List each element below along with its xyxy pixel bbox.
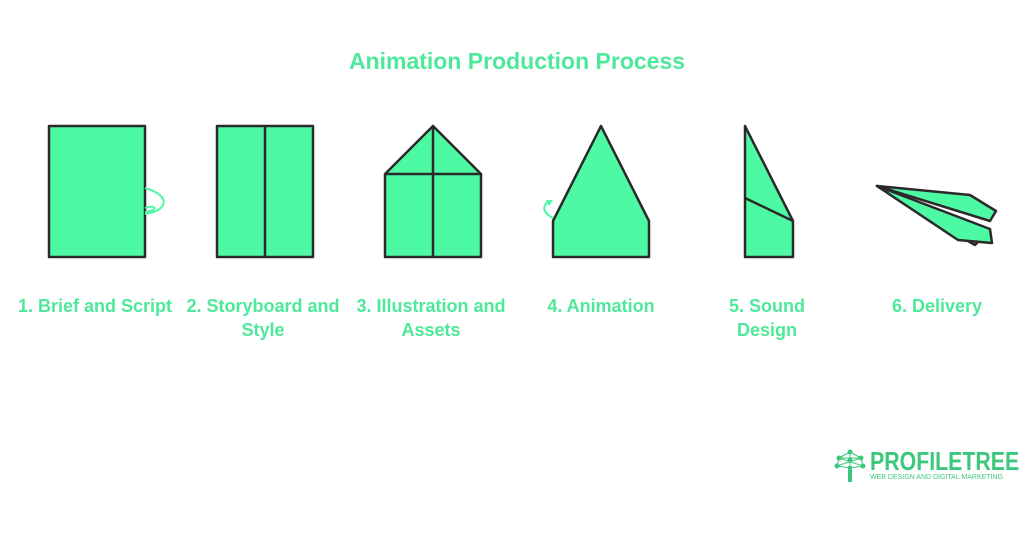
step-3-house-fold-icon bbox=[383, 124, 483, 259]
step-5-half-fold-icon bbox=[743, 124, 795, 259]
step-label-6: 6. Delivery bbox=[891, 296, 983, 316]
step-label-3: 3. Illustration and Assets bbox=[356, 296, 506, 340]
step-label-2: 2. Storyboard and Style bbox=[186, 296, 340, 340]
step-6-paper-plane-icon bbox=[875, 184, 998, 247]
step-1-sheet-icon bbox=[47, 124, 165, 259]
profiletree-logo: PROFILETREE WEB DESIGN AND DIGITAL MARKE… bbox=[834, 448, 1034, 482]
step-label-5: 5. Sound Design bbox=[729, 296, 805, 340]
step-4-triangle-fold-icon bbox=[543, 124, 651, 259]
logo-name: PROFILETREE bbox=[870, 446, 1020, 476]
page-title: Animation Production Process bbox=[348, 48, 686, 74]
step-2-folded-sheet-icon bbox=[215, 124, 315, 259]
step-label-1: 1. Brief and Script bbox=[17, 296, 173, 316]
step-label-4: 4. Animation bbox=[547, 296, 655, 316]
logo-tagline: WEB DESIGN AND DIGITAL MARKETING bbox=[870, 474, 1004, 481]
tree-icon bbox=[834, 449, 866, 482]
